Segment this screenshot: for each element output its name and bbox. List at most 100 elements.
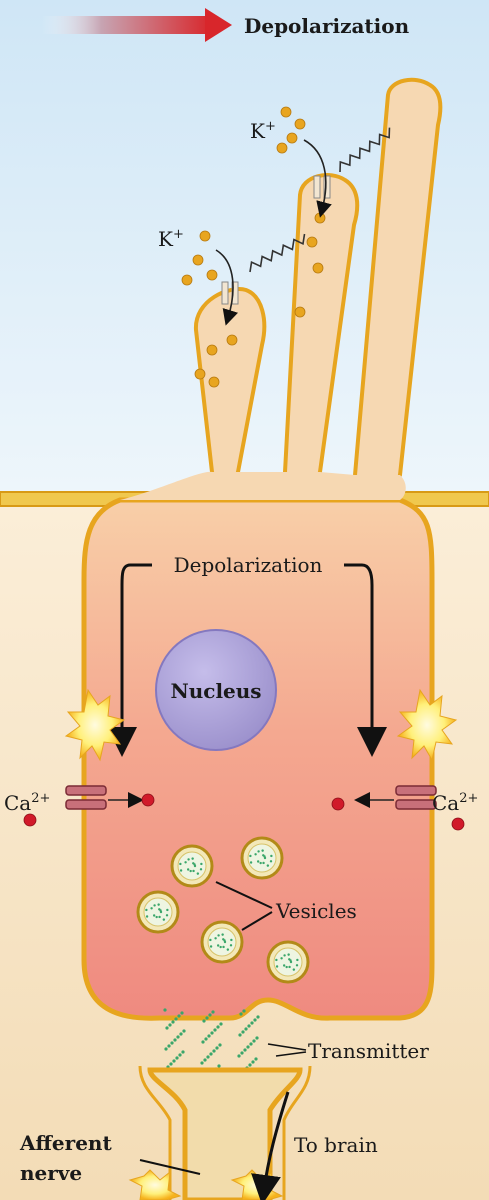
- vesicle-dot: [259, 861, 262, 865]
- vesicle-pointer-lines: [215, 881, 273, 931]
- transmitter-dot: [243, 1048, 247, 1052]
- vesicle-dot: [192, 862, 195, 865]
- k-ion: [312, 262, 324, 274]
- k-channel-right-icon: [313, 175, 331, 199]
- vesicle-dot: [152, 914, 156, 917]
- k-ion: [226, 334, 238, 346]
- k-channel-left-icon: [221, 281, 239, 305]
- vesicle-dot: [288, 965, 291, 969]
- depolarization-arrow-icon: [42, 8, 232, 42]
- vesicle-dot: [229, 944, 233, 947]
- vesicle-dot: [256, 860, 260, 863]
- vesicle-dot: [216, 944, 220, 947]
- vesicle-dot: [214, 937, 217, 940]
- vesicle-dot: [155, 915, 158, 919]
- ca-channel-right-icon: [395, 785, 437, 810]
- transmitter-dot: [211, 1010, 215, 1014]
- transmitter-dot: [242, 1009, 246, 1013]
- transmitter-dot: [240, 1051, 244, 1055]
- transmitter-dot: [174, 1017, 178, 1021]
- afferent-nerve-label-line2: nerve: [20, 1161, 82, 1185]
- vesicle-dot: [257, 850, 260, 853]
- transmitter-dot: [165, 1026, 169, 1030]
- k-ion: [294, 118, 306, 130]
- transmitter-dot: [181, 1050, 185, 1054]
- transmitter-dot: [256, 1015, 260, 1019]
- hair-cell-body: [81, 497, 435, 1021]
- k-ion: [306, 236, 318, 248]
- transmitter-dot: [212, 1049, 216, 1053]
- vesicle-dot: [280, 957, 283, 960]
- transmitter-label: Transmitter: [308, 1039, 429, 1063]
- transmitter-dot: [177, 1014, 181, 1018]
- vesicle-dot: [296, 958, 299, 962]
- vesicle-dot: [285, 965, 288, 969]
- transmitter-dot: [255, 1036, 259, 1040]
- vesicle-dot: [192, 869, 195, 873]
- transmitter-dot: [176, 1035, 180, 1039]
- k-ion: [280, 106, 292, 118]
- vesicle-dot: [162, 918, 166, 921]
- vesicle-dot: [196, 872, 200, 875]
- to-brain-label: To brain: [294, 1133, 378, 1157]
- vesicle-dot: [189, 869, 192, 873]
- transmitter-pointer-lines: [267, 1043, 307, 1057]
- vesicle-dot: [288, 958, 291, 961]
- vesicle-dot: [262, 854, 265, 857]
- vesicle-core: [177, 851, 207, 881]
- vesicle-dot: [275, 965, 279, 968]
- transmitter-dot: [205, 1016, 209, 1020]
- transmitter-dot: [251, 1060, 255, 1064]
- transmitter-dot: [237, 1054, 241, 1058]
- stereocilia: [120, 77, 443, 500]
- vesicles: [136, 836, 310, 984]
- k-ion: [294, 306, 306, 318]
- transmitter-dot: [200, 1061, 204, 1065]
- vesicle-dot: [275, 958, 278, 962]
- transmitter-dot: [238, 1033, 242, 1037]
- vesicle-dot: [295, 964, 299, 967]
- ca-ion: [331, 797, 345, 811]
- k-ion: [276, 142, 288, 154]
- nucleus: [155, 629, 277, 751]
- vesicle-dot: [158, 915, 161, 919]
- vesicle-dot: [262, 861, 265, 865]
- vesicle-dot: [230, 938, 233, 942]
- transmitter-dot: [241, 1030, 245, 1034]
- transmitter-dot: [249, 1042, 253, 1046]
- vesicle-core: [273, 947, 303, 977]
- k-ion: [286, 132, 298, 144]
- k-ion: [206, 344, 218, 356]
- transmitter-dot: [248, 1063, 252, 1067]
- k-ion: [208, 376, 220, 388]
- transmitter-dot: [252, 1039, 256, 1043]
- vesicle-dot: [249, 861, 253, 864]
- transmitter-dot: [203, 1058, 207, 1062]
- ca-ion-label-left: Ca2+: [4, 791, 50, 815]
- vesicle-dot: [153, 904, 156, 907]
- vesicle-dot: [266, 864, 270, 867]
- transmitter-dot: [250, 1021, 254, 1025]
- vesicle-dot: [270, 854, 273, 858]
- afferent-nerve-label-line1: Afferent: [19, 1131, 112, 1155]
- transmitter-dot: [180, 1011, 184, 1015]
- transmitter-dot: [210, 1031, 214, 1035]
- afferent-nerve-surround: [138, 1065, 312, 1200]
- k-ion: [194, 368, 206, 380]
- vesicle-dot: [209, 938, 212, 942]
- vesicle-dot: [226, 948, 230, 951]
- transmitter-dot: [208, 1013, 212, 1017]
- vesicle-dot: [150, 907, 153, 910]
- nucleus-label: Nucleus: [170, 679, 261, 703]
- transmitter-dot: [239, 1012, 243, 1016]
- top-depolarization-label: Depolarization: [244, 14, 410, 38]
- transmitter-dot: [244, 1027, 248, 1031]
- transmitter-dot: [253, 1018, 257, 1022]
- vesicle-dot: [282, 964, 286, 967]
- transmitter-dot: [209, 1052, 213, 1056]
- transmitter-dot: [213, 1028, 217, 1032]
- flash-left-icon: [64, 688, 126, 762]
- k-ion: [181, 274, 193, 286]
- transmitter-dot: [207, 1034, 211, 1038]
